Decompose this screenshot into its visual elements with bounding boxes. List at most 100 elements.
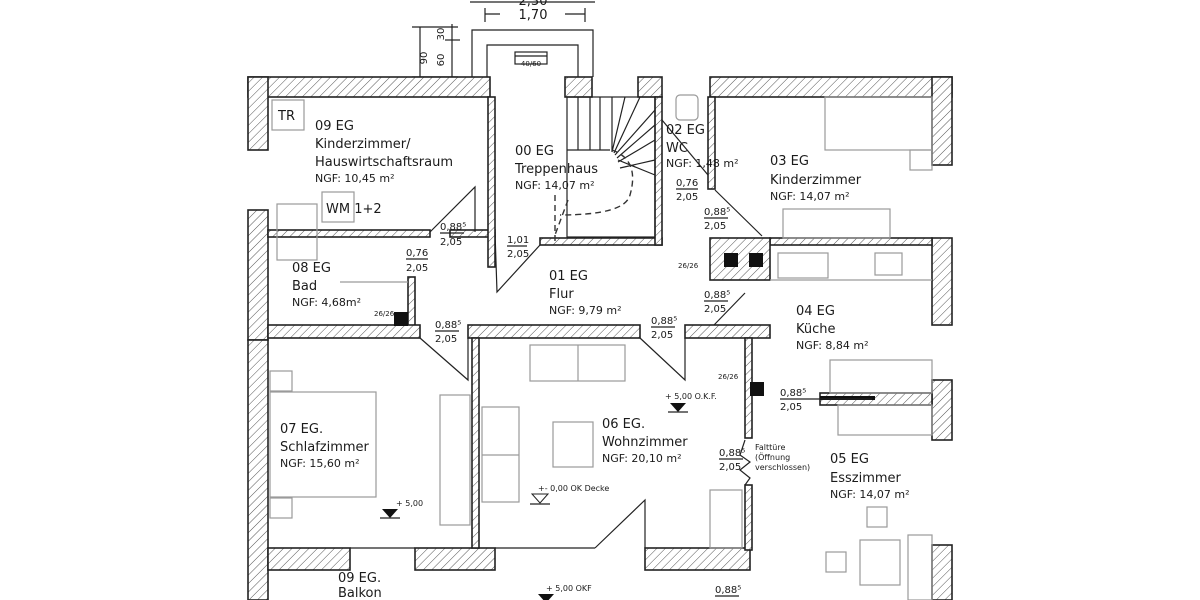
chimney-label: 40/60 <box>521 60 541 68</box>
level-bedroom: + 5,00 <box>380 499 423 519</box>
svg-text:0,88⁵: 0,88⁵ <box>704 207 730 218</box>
room-name: Schlafzimmer <box>280 440 370 455</box>
room-02-wc: 02 EG WC NGF: 1,48 m² <box>666 123 739 170</box>
door-label-05: 0,88⁵ 2,05 <box>780 388 872 413</box>
room-id: 09 EG. <box>338 571 381 586</box>
room-id: 00 EG <box>515 144 554 159</box>
room-08-bad: 08 EG Bad NGF: 4,68m² <box>292 261 408 309</box>
room-area: NGF: 20,10 m² <box>602 452 682 465</box>
dryer <box>271 99 305 131</box>
room-09-balkon: 09 EG. Balkon <box>338 571 382 600</box>
level-balkon: + 5,00 OKF <box>538 584 592 600</box>
room-area: NGF: 10,45 m² <box>315 172 395 185</box>
room-id: 03 EG <box>770 154 809 169</box>
room-07-schlafzimmer: 07 EG. Schlafzimmer NGF: 15,60 m² <box>280 422 370 470</box>
svg-text:0,76: 0,76 <box>676 178 698 189</box>
room-name: Bad <box>292 279 317 294</box>
door-label-02: 0,76 2,05 <box>676 178 698 203</box>
room-05-esszimmer: 05 EG Esszimmer NGF: 14,07 m² <box>830 452 910 501</box>
room-area: NGF: 9,79 m² <box>549 304 622 317</box>
room-id: 07 EG. <box>280 422 323 437</box>
room-area: NGF: 14,07 m² <box>770 190 850 203</box>
room-id: 05 EG <box>830 452 869 467</box>
svg-text:2,05: 2,05 <box>780 402 802 413</box>
svg-text:0,88⁵: 0,88⁵ <box>780 388 806 399</box>
door-label-falttuere: 0,88⁵ 2,05 <box>719 448 745 473</box>
wm-label: WM 1+2 <box>326 202 382 217</box>
room-id: 04 EG <box>796 304 835 319</box>
room-id: 09 EG <box>315 119 354 134</box>
door-swings <box>419 119 875 549</box>
svg-text:+ 5,00 OKF: + 5,00 OKF <box>546 584 592 593</box>
washer <box>321 191 355 223</box>
room-00-treppenhaus: 00 EG Treppenhaus NGF: 14,07 m² <box>514 144 598 192</box>
svg-text:2,05: 2,05 <box>435 334 457 345</box>
room-06-wohnzimmer: 06 EG. Wohnzimmer NGF: 20,10 m² <box>602 417 688 465</box>
room-09-kinderzimmer-hwr: 09 EG Kinderzimmer/ Hauswirtschaftsraum … <box>315 119 453 185</box>
svg-text:2,05: 2,05 <box>676 192 698 203</box>
dim-90: 90 <box>419 52 430 65</box>
vent-label: 26/26 <box>678 262 699 270</box>
svg-text:2,05: 2,05 <box>507 249 529 260</box>
svg-text:2,05: 2,05 <box>406 263 428 274</box>
room-name: Flur <box>549 287 574 302</box>
dim-top-inner: 1,70 <box>519 8 548 23</box>
svg-text:2,05: 2,05 <box>704 304 726 315</box>
svg-text:0,88⁵: 0,88⁵ <box>719 448 745 459</box>
dim-60: 60 <box>436 54 447 67</box>
room-area: NGF: 8,84 m² <box>796 339 869 352</box>
svg-text:2,05: 2,05 <box>440 237 462 248</box>
door-label-07: 0,88⁵ 2,05 <box>435 320 461 345</box>
svg-text:2,05: 2,05 <box>719 462 741 473</box>
svg-text:0,88⁵: 0,88⁵ <box>704 290 730 301</box>
door-label-00: 1,01 2,05 <box>507 235 529 260</box>
dim-top-outer: 2,30 <box>519 0 548 9</box>
dimension-left: 90 30 60 <box>412 24 460 78</box>
room-id: 08 EG <box>292 261 331 276</box>
svg-text:1,01: 1,01 <box>507 235 529 246</box>
door-label-09: 0,88⁵ 2,05 <box>440 222 466 248</box>
tr-label: TR <box>277 109 295 124</box>
room-area: NGF: 15,60 m² <box>280 457 360 470</box>
vent-shafts: 26/26 26/26 26/26 <box>374 253 764 396</box>
dimension-top: 1,70 2,30 <box>470 0 595 23</box>
room-id: 01 EG <box>549 269 588 284</box>
svg-text:2,05: 2,05 <box>651 330 673 341</box>
svg-text:2,05: 2,05 <box>704 221 726 232</box>
svg-text:Falttüre: Falttüre <box>755 443 785 452</box>
room-area: NGF: 14,07 m² <box>515 179 595 192</box>
svg-text:0,88⁵: 0,88⁵ <box>435 320 461 331</box>
svg-text:+ 5,00 O.K.F.: + 5,00 O.K.F. <box>665 392 717 401</box>
chimney: 40/60 <box>471 29 594 77</box>
level-decke: +- 0,00 OK Decke <box>530 484 609 505</box>
room-name: Wohnzimmer <box>602 435 688 450</box>
room-area: NGF: 14,07 m² <box>830 488 910 501</box>
room-area: NGF: 1,48 m² <box>666 157 739 170</box>
room-01-flur: 01 EG Flur NGF: 9,79 m² <box>549 269 622 317</box>
door-label-03: 0,88⁵ 2,05 <box>704 207 730 232</box>
inner-walls <box>267 96 933 551</box>
room-id: 02 EG <box>666 123 705 138</box>
staircase <box>554 96 656 245</box>
room-name: Balkon <box>338 586 382 600</box>
door-label-08: 0,762,05 <box>406 248 428 274</box>
furniture: TR WM 1+2 <box>269 94 933 600</box>
room-name: WC <box>666 141 688 156</box>
vent-label: 26/26 <box>718 373 739 381</box>
door-label-04: 0,88⁵ 2,05 <box>704 290 730 315</box>
room-name: Kinderzimmer/ <box>315 137 411 152</box>
dim-30: 30 <box>436 28 447 41</box>
room-name: Küche <box>796 322 836 337</box>
svg-text:0,88⁵: 0,88⁵ <box>440 222 466 233</box>
room-area: NGF: 4,68m² <box>292 296 361 309</box>
svg-text:0,88⁵: 0,88⁵ <box>715 585 741 596</box>
room-name: Kinderzimmer <box>770 173 862 188</box>
svg-text:+- 0,00 OK Decke: +- 0,00 OK Decke <box>538 484 609 493</box>
level-markers: + 5,00 O.K.F. + 5,00 +- 0,00 OK Decke + … <box>380 392 717 600</box>
vent-label: 26/26 <box>374 310 395 318</box>
room-id: 06 EG. <box>602 417 645 432</box>
svg-text:(Öffnung: (Öffnung <box>755 452 790 462</box>
svg-text:0,88⁵: 0,88⁵ <box>651 316 677 327</box>
falttuere-note: Falttüre (Öffnung verschlossen) <box>755 443 810 472</box>
